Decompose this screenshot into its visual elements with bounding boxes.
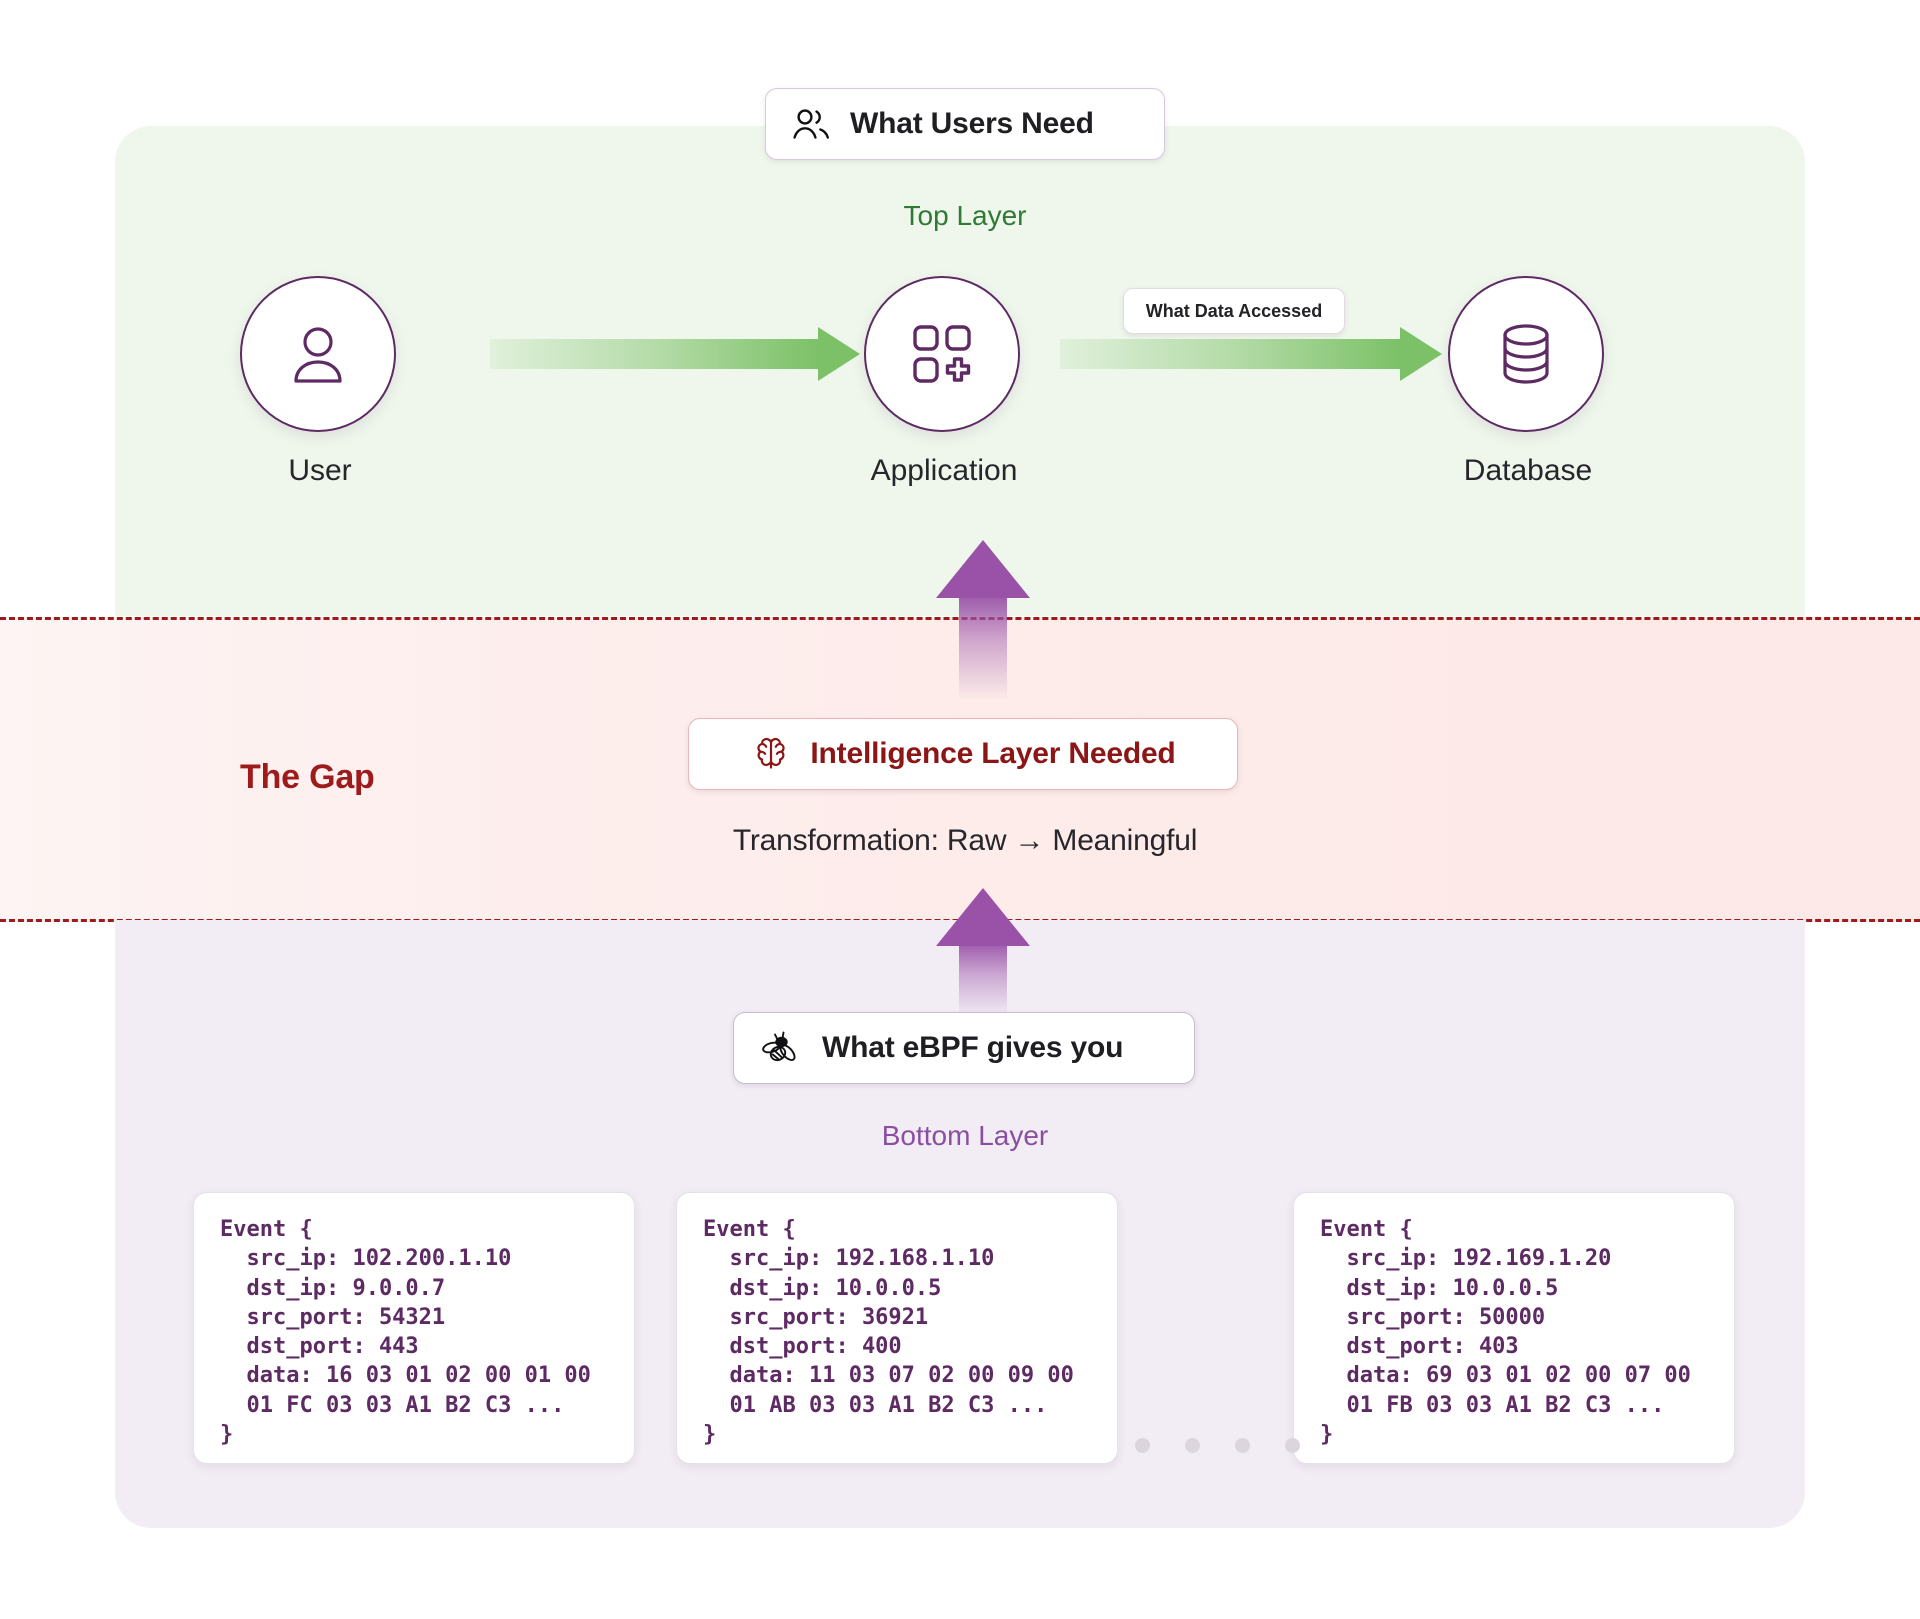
- node-user[interactable]: User: [240, 276, 400, 488]
- event-ellipsis-dots: [1135, 1438, 1300, 1453]
- ellipsis-dot: [1235, 1438, 1250, 1453]
- node-database[interactable]: Database: [1448, 276, 1608, 488]
- arrow-shaft: [959, 940, 1007, 1016]
- event-card: Event { src_ip: 192.169.1.20 dst_ip: 10.…: [1293, 1192, 1735, 1464]
- arrow-user-to-application: [490, 327, 860, 381]
- arrow-head: [1400, 327, 1442, 381]
- badge-label: What Data Accessed: [1145, 300, 1323, 321]
- badge-intelligence-layer-needed[interactable]: Intelligence Layer Needed: [688, 718, 1238, 790]
- arrow-shaft: [959, 592, 1007, 700]
- brain-icon: [750, 733, 792, 775]
- node-application-label: Application: [870, 454, 1018, 487]
- event-card: Event { src_ip: 192.168.1.10 dst_ip: 10.…: [676, 1192, 1118, 1464]
- node-user-circle: [240, 276, 396, 432]
- node-database-circle: [1448, 276, 1604, 432]
- badge-what-users-need[interactable]: What Users Need: [765, 88, 1165, 160]
- users-icon: [792, 107, 832, 141]
- bee-icon: [760, 1027, 804, 1069]
- event-code: Event { src_ip: 102.200.1.10 dst_ip: 9.0…: [220, 1217, 591, 1447]
- arrow-application-to-database: [1060, 327, 1442, 381]
- badge-label: What eBPF gives you: [822, 1031, 1124, 1064]
- ellipsis-dot: [1185, 1438, 1200, 1453]
- transformation-text: Transformation: Raw → Meaningful: [732, 824, 1198, 857]
- arrow-head: [936, 540, 1030, 598]
- top-layer-title: Top Layer: [903, 200, 1027, 231]
- badge-what-ebpf-gives-you[interactable]: What eBPF gives you: [733, 1012, 1195, 1084]
- node-user-label: User: [288, 454, 352, 487]
- arrow-gap-to-top-layer: [928, 540, 1038, 700]
- node-application[interactable]: Application: [864, 276, 1024, 488]
- ellipsis-dot: [1135, 1438, 1150, 1453]
- arrow-shaft: [490, 339, 818, 369]
- user-icon: [288, 321, 348, 387]
- arrow-bottom-to-gap-layer: [928, 888, 1038, 1016]
- database-icon: [1497, 322, 1555, 386]
- node-database-label: Database: [1463, 454, 1593, 487]
- badge-label: Intelligence Layer Needed: [810, 737, 1176, 770]
- badge-what-data-accessed[interactable]: What Data Accessed: [1123, 288, 1345, 334]
- arrow-head: [818, 327, 860, 381]
- ellipsis-dot: [1285, 1438, 1300, 1453]
- node-application-circle: [864, 276, 1020, 432]
- event-card: Event { src_ip: 102.200.1.10 dst_ip: 9.0…: [193, 1192, 635, 1464]
- arrow-shaft: [1060, 339, 1400, 369]
- event-code: Event { src_ip: 192.169.1.20 dst_ip: 10.…: [1320, 1217, 1691, 1447]
- bottom-layer-title: Bottom Layer: [881, 1120, 1049, 1151]
- apps-grid-plus-icon: [911, 323, 973, 385]
- event-code: Event { src_ip: 192.168.1.10 dst_ip: 10.…: [703, 1217, 1074, 1447]
- badge-label: What Users Need: [850, 107, 1094, 140]
- gap-layer-title: The Gap: [240, 758, 375, 796]
- arrow-head: [936, 888, 1030, 946]
